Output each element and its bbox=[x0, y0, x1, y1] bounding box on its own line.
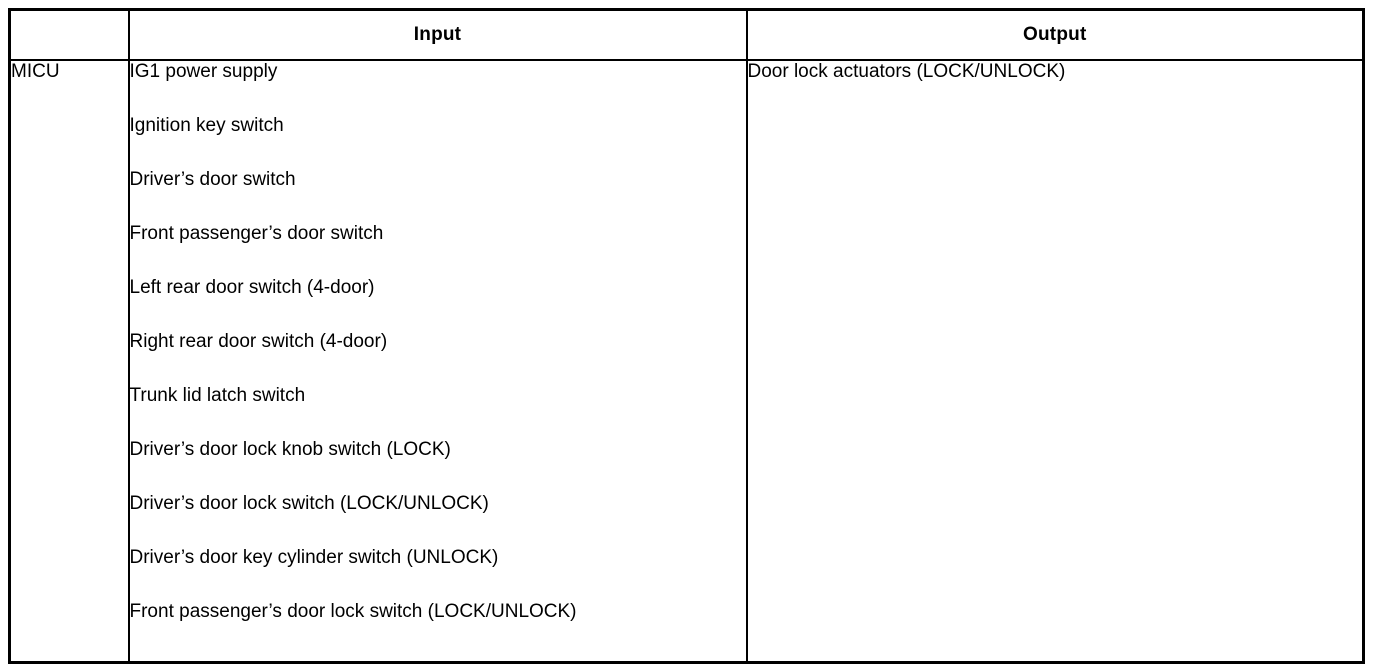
input-output-table: Input Output MICU IG1 power supply Ignit… bbox=[8, 8, 1365, 664]
component-cell: MICU bbox=[8, 59, 130, 664]
input-item: Driver’s door lock knob switch (LOCK) bbox=[129, 439, 451, 460]
input-item: Driver’s door switch bbox=[129, 169, 296, 190]
header-output: Output bbox=[745, 8, 1365, 61]
input-item: Ignition key switch bbox=[129, 115, 284, 136]
input-item: Driver’s door lock switch (LOCK/UNLOCK) bbox=[129, 493, 489, 514]
input-item: Front passenger’s door switch bbox=[129, 223, 384, 244]
input-cell: IG1 power supply Ignition key switch Dri… bbox=[127, 59, 748, 664]
header-component-cell bbox=[8, 8, 130, 61]
output-cell: Door lock actuators (LOCK/UNLOCK) bbox=[745, 59, 1365, 664]
table-row: MICU IG1 power supply Ignition key switc… bbox=[8, 59, 1365, 664]
output-item: Door lock actuators (LOCK/UNLOCK) bbox=[747, 61, 1066, 82]
component-label: MICU bbox=[11, 61, 60, 82]
input-item: IG1 power supply bbox=[129, 61, 278, 82]
header-input: Input bbox=[127, 8, 748, 61]
input-item: Left rear door switch (4-door) bbox=[129, 277, 375, 298]
input-item: Trunk lid latch switch bbox=[129, 385, 306, 406]
table-header-row: Input Output bbox=[8, 8, 1365, 61]
input-item: Driver’s door key cylinder switch (UNLOC… bbox=[129, 547, 499, 568]
input-item: Front passenger’s door lock switch (LOCK… bbox=[129, 601, 577, 622]
input-item: Right rear door switch (4-door) bbox=[129, 331, 388, 352]
